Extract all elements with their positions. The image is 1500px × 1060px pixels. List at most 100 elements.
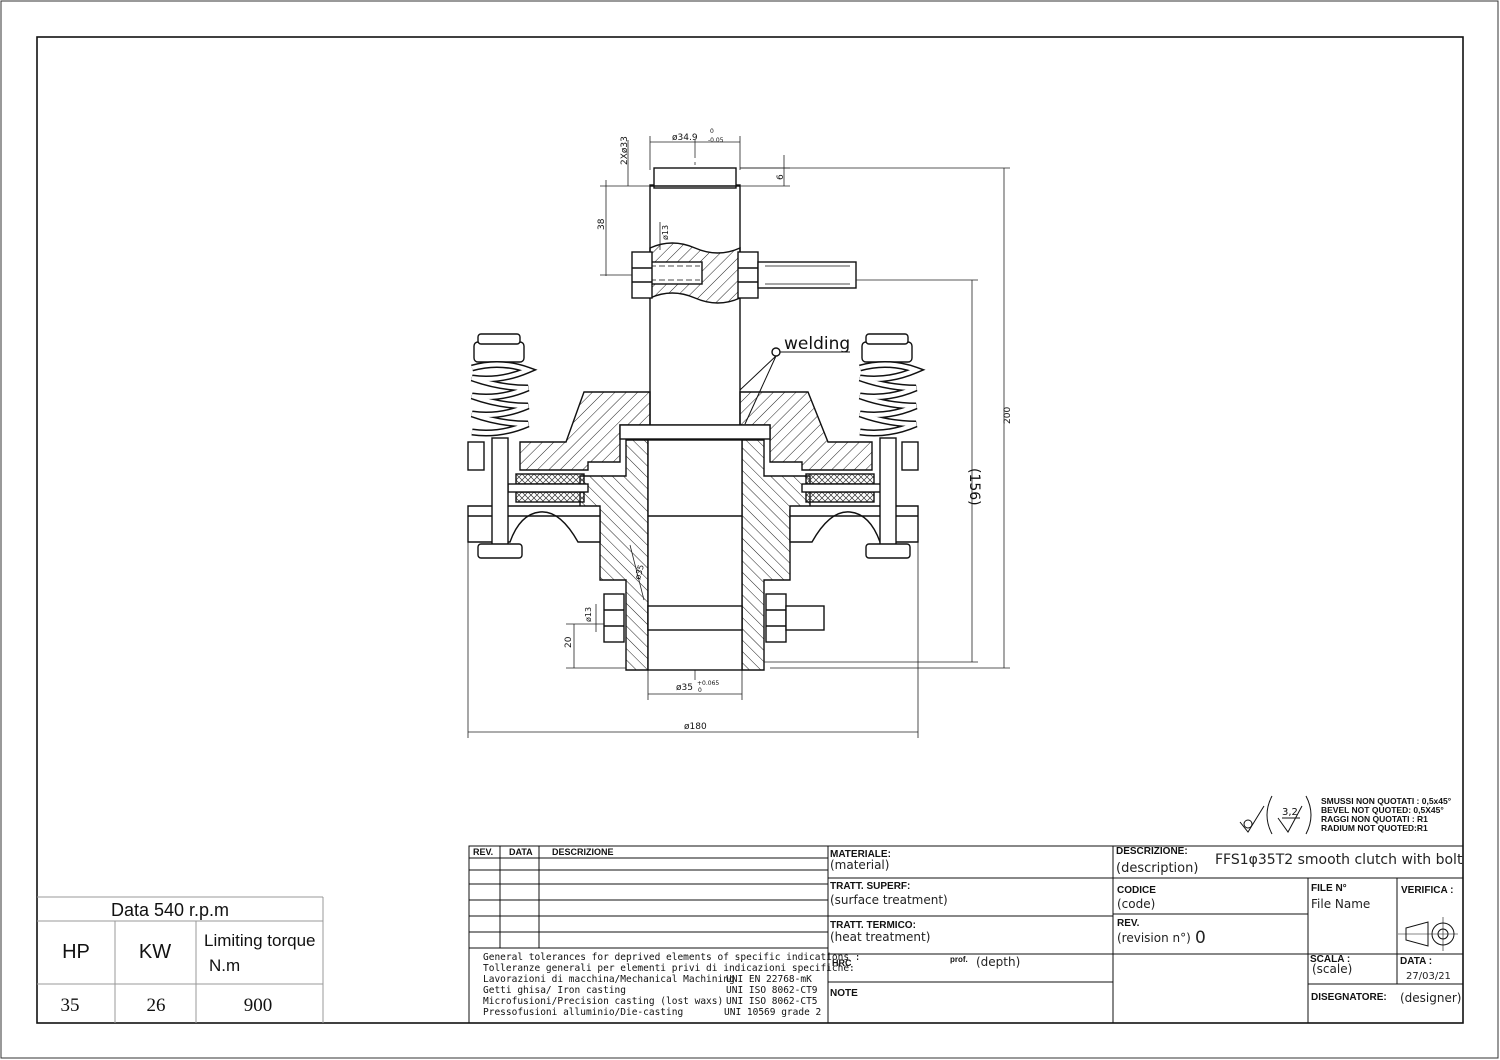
descrizione-en: (description) xyxy=(1116,861,1198,876)
shaft-pin-hole xyxy=(649,261,703,285)
description-value: FFS1φ35T2 smooth clutch with bolt xyxy=(1215,852,1463,868)
svg-text:Tolleranze generali per elemen: Tolleranze generali per elementi privi d… xyxy=(483,963,855,974)
svg-text:UNI ISO 8062-CT5: UNI ISO 8062-CT5 xyxy=(726,996,818,1007)
bottom-flange-right xyxy=(789,505,919,543)
data-label: DATA : xyxy=(1400,956,1432,967)
svg-text:RAGGI NON QUOTATI : R1: RAGGI NON QUOTATI : R1 xyxy=(1321,814,1428,824)
tolerance-notes: General tolerances for deprived elements… xyxy=(483,952,861,1018)
svg-text:General tolerances for deprive: General tolerances for deprived elements… xyxy=(483,952,861,963)
welding-label: welding xyxy=(784,334,850,354)
data-header: DATA xyxy=(509,847,533,857)
friction-disc-right-2 xyxy=(805,491,875,503)
dim-d13-top: ø13 xyxy=(661,225,670,240)
bottom-bolt-head xyxy=(603,593,625,643)
top-bolt-nut xyxy=(737,251,759,299)
spec-table xyxy=(37,896,324,1023)
rev-en: (revision n°) xyxy=(1117,931,1191,945)
rev-header: REV. xyxy=(473,847,493,857)
date-value: 27/03/21 xyxy=(1406,971,1451,982)
prof-en: (depth) xyxy=(976,955,1020,969)
file-no-label: FILE N° xyxy=(1311,883,1347,894)
dimension-texts: ø34.9 0 -0.05 2Xø33 6 38 ø13 200 (156) ø… xyxy=(564,128,1013,732)
clutch-drawing xyxy=(467,140,926,680)
tratt-termico-en: (heat treatment) xyxy=(830,930,930,944)
spec-header-kw: KW xyxy=(139,941,171,963)
dim-180: ø180 xyxy=(684,722,707,732)
note-label: NOTE xyxy=(830,988,858,999)
pressure-plate-right xyxy=(801,483,883,493)
rev-value: 0 xyxy=(1195,928,1206,948)
dim-d13-bottom: ø13 xyxy=(584,607,593,622)
scala-en: (scale) xyxy=(1312,962,1352,976)
hub-bore xyxy=(647,439,743,671)
bottom-bolt-nut xyxy=(765,593,787,643)
codice-label: CODICE xyxy=(1117,885,1156,896)
rev-label: REV. xyxy=(1117,918,1140,929)
friction-disc-right-1 xyxy=(805,473,875,485)
surface-finish-symbol xyxy=(1239,795,1312,835)
svg-text:Lavorazioni di macchina/Mechan: Lavorazioni di macchina/Mechanical Machi… xyxy=(483,974,735,985)
right-nut-top xyxy=(861,341,913,363)
dimension-lines xyxy=(467,136,1010,738)
hub-cap xyxy=(619,424,771,440)
descr-header: DESCRIZIONE xyxy=(552,847,614,857)
tratt-superf-en: (surface treatment) xyxy=(830,893,948,907)
bottom-flange-left xyxy=(467,505,601,543)
svg-text:SMUSSI NON QUOTATI : 0,5x45°: SMUSSI NON QUOTATI : 0,5x45° xyxy=(1321,796,1452,806)
designer: (designer) xyxy=(1400,991,1462,1005)
svg-text:0: 0 xyxy=(698,687,702,694)
projection-symbol-icon xyxy=(1398,917,1458,951)
left-nut-top xyxy=(473,341,525,363)
svg-text:UNI ISO 8062-CT9: UNI ISO 8062-CT9 xyxy=(726,985,818,996)
materiale-label: MATERIALE: xyxy=(830,849,891,860)
spec-header-torque: Limiting torque xyxy=(204,931,316,950)
shaft xyxy=(649,184,741,426)
left-nut-bottom xyxy=(477,543,523,559)
svg-text:RADIUM NOT QUOTED:R1: RADIUM NOT QUOTED:R1 xyxy=(1321,823,1428,833)
title-block xyxy=(468,845,1464,1024)
hrc-label: HRC xyxy=(832,958,852,968)
dim-d35-inner: ø35 xyxy=(633,564,646,581)
svg-text:0: 0 xyxy=(710,128,714,135)
bottom-bolt-shank xyxy=(647,605,743,631)
tratt-superf-label: TRATT. SUPERF: xyxy=(830,881,910,892)
friction-disc-left-1 xyxy=(515,473,585,485)
svg-text:Pressofusioni alluminio/Die-ca: Pressofusioni alluminio/Die-casting xyxy=(483,1007,683,1018)
spec-table-title: Data 540 r.p.m xyxy=(111,900,229,920)
prof-label: prof. xyxy=(950,955,968,964)
shaft-top-chamfer xyxy=(653,167,737,189)
dim-top-diameter: ø34.9 xyxy=(672,133,698,143)
weld-marker xyxy=(771,347,781,357)
svg-text:BEVEL NOT QUOTED: 0,5X45°: BEVEL NOT QUOTED: 0,5X45° xyxy=(1321,805,1444,815)
spec-header-hp: HP xyxy=(62,941,90,963)
left-bolt xyxy=(491,437,509,547)
right-bolt xyxy=(879,437,897,547)
codice-en: (code) xyxy=(1117,897,1155,911)
file-name: File Name xyxy=(1311,897,1370,911)
dim-156: (156) xyxy=(966,468,982,506)
svg-text:+0.065: +0.065 xyxy=(697,680,719,687)
right-nut-bottom xyxy=(865,543,911,559)
dim-200: 200 xyxy=(1003,407,1013,424)
verifica-label: VERIFICA : xyxy=(1401,885,1453,896)
spec-value-hp: 35 xyxy=(61,995,80,1016)
pressure-plate-left xyxy=(507,483,589,493)
roughness-value: 3,2 xyxy=(1282,807,1298,818)
dim-six: 6 xyxy=(776,174,786,180)
svg-text:Microfusioni/Precision casting: Microfusioni/Precision casting (lost wax… xyxy=(483,996,723,1007)
finish-notes: SMUSSI NON QUOTATI : 0,5x45° BEVEL NOT Q… xyxy=(1321,796,1452,833)
disegnatore-label: DISEGNATORE: xyxy=(1311,992,1387,1003)
materiale-en: (material) xyxy=(830,858,889,872)
svg-text:UNI 10569 grade 2: UNI 10569 grade 2 xyxy=(724,1007,821,1018)
descrizione-label: DESCRIZIONE: xyxy=(1116,846,1188,857)
svg-text:-0.05: -0.05 xyxy=(708,137,724,144)
scala-label: SCALA : xyxy=(1310,954,1350,965)
dim-20: 20 xyxy=(564,636,574,648)
dim-2x-hole: 2Xø33 xyxy=(620,136,630,165)
dim-38: 38 xyxy=(597,218,607,230)
dim-bottom-diameter: ø35 xyxy=(676,683,693,693)
spec-value-kw: 26 xyxy=(147,995,166,1016)
svg-text:UNI EN 22768-mK: UNI EN 22768-mK xyxy=(726,974,812,985)
